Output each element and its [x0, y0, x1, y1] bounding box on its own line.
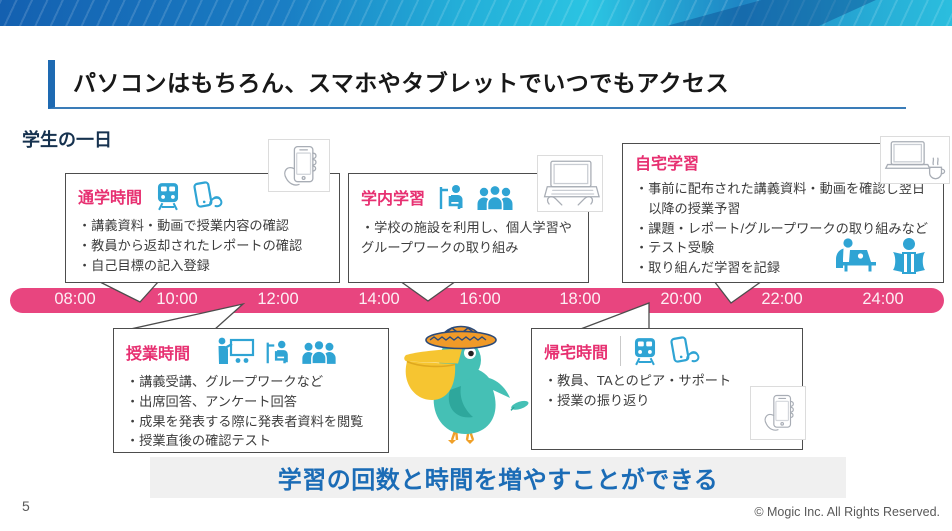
hand-holding-phone-illustration	[750, 386, 806, 440]
laptop-and-coffee-illustration	[880, 136, 950, 184]
hands-typing-laptop-illustration	[537, 155, 603, 212]
time-label: 12:00	[257, 290, 299, 308]
bullet-item: ・授業直後の確認テスト	[126, 433, 272, 449]
time-label: 24:00	[862, 290, 904, 308]
desk-person-icon	[437, 181, 467, 213]
person-reading-icon	[889, 237, 929, 275]
phone-tap-icon	[190, 181, 224, 211]
group-icon	[475, 183, 515, 213]
time-label: 18:00	[559, 290, 601, 308]
time-label: 10:00	[156, 290, 198, 308]
callout-home-title: 自宅学習	[635, 156, 700, 173]
time-label: 08:00	[54, 290, 96, 308]
callout-campus-title: 学内学習	[361, 191, 426, 208]
bullet-item: ・成果を発表する際に発表者資料を閲覧	[126, 413, 364, 429]
hand-holding-phone-illustration	[268, 139, 330, 192]
callout-commute: 通学時間 ・講義資料・動画で授業内容の確認 ・教員から返却されたレポートの確認 …	[65, 173, 340, 283]
bullet-item: ・事前に配布された講義資料・動画を確認し翌日以降の授業予習	[635, 181, 926, 216]
time-label: 20:00	[660, 290, 702, 308]
title-block: パソコンはもちろん、スマホやタブレットでいつでもアクセス	[48, 60, 906, 109]
section-label: 学生の一日	[22, 130, 112, 150]
decorative-stripe-banner	[0, 0, 952, 26]
bullet-item: ・教員から返却されたレポートの確認	[78, 237, 303, 253]
time-label: 14:00	[358, 290, 400, 308]
desk-person-icon	[264, 337, 292, 367]
bullet-item: ・授業の振り返り	[544, 392, 650, 408]
callout-class: 授業時間 ・講義受講、グループワークなど ・出席回答、アンケート回答 ・成果を発…	[113, 328, 389, 453]
bullet-item: ・講義受講、グループワークなど	[126, 374, 324, 389]
presenter-icon	[216, 336, 256, 367]
bullet-item: ・課題・レポート/グループワークの取り組みなど	[635, 220, 928, 236]
callout-commute-title: 通学時間	[78, 190, 143, 207]
callout-return-title: 帰宅時間	[544, 345, 609, 362]
bullet-item: ・講義資料・動画で授業内容の確認	[78, 218, 289, 233]
time-label: 16:00	[459, 290, 501, 308]
person-laptop-icon	[833, 237, 879, 275]
bullet-item: ・テスト受験	[635, 240, 715, 256]
phone-tap-icon	[667, 336, 701, 366]
bullet-item: ・取り組んだ学習を記録	[635, 260, 781, 276]
copyright-text: © Mogic Inc. All Rights Reserved.	[754, 505, 940, 519]
stripe-pattern	[0, 0, 952, 26]
bullet-item: ・学校の施設を利用し、個人学習やグループワークの取り組み	[361, 220, 572, 255]
train-icon	[631, 337, 659, 366]
callout-class-title: 授業時間	[126, 345, 191, 363]
conclusion-banner: 学習の回数と時間を増やすことができる	[150, 457, 846, 498]
group-icon	[300, 338, 338, 367]
bullet-item: ・出席回答、アンケート回答	[126, 393, 297, 409]
page-title: パソコンはもちろん、スマホやタブレットでいつでもアクセス	[73, 70, 730, 96]
train-icon	[154, 182, 182, 211]
pelican-mascot	[398, 320, 532, 452]
time-label: 22:00	[761, 290, 803, 308]
page-number: 5	[22, 498, 30, 514]
conclusion-text: 学習の回数と時間を増やすことができる	[277, 467, 719, 494]
bullet-item: ・教員、TAとのピア・サポート	[544, 373, 732, 388]
bullet-item: ・自己目標の記入登録	[78, 257, 210, 273]
